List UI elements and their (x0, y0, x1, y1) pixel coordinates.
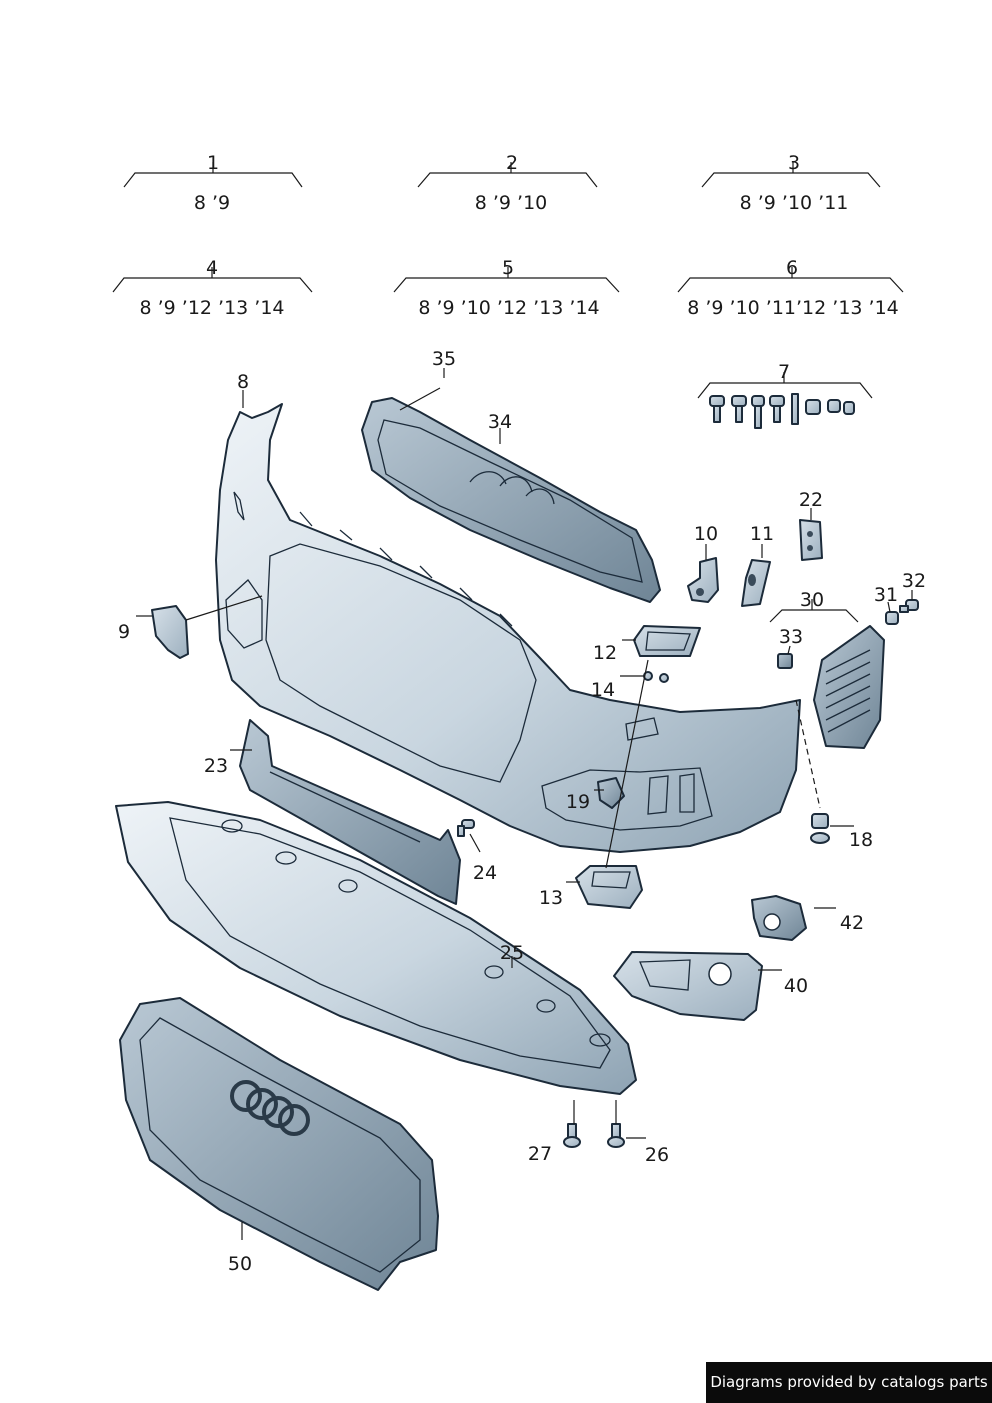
kit-2: 2 8 ’9 ’10 (417, 152, 598, 214)
callout-34: 34 (488, 411, 512, 433)
callout-12: 12 (593, 642, 617, 664)
part-23-lower-bracket (239, 719, 461, 905)
callout-9: 9 (118, 621, 130, 643)
kit-3: 3 8 ’9 ’10 ’11 (701, 152, 881, 214)
kit-2-includes: 8 ’9 ’10 (475, 192, 548, 214)
callout-7: 7 (778, 361, 790, 383)
callout-24: 24 (473, 862, 497, 884)
part-25-underbody-tray (115, 801, 637, 1095)
callout-42: 42 (840, 912, 864, 934)
callout-8: 8 (237, 371, 249, 393)
kit-4: 4 8 ’9 ’12 ’13 ’14 (112, 257, 313, 319)
callout-23: 23 (204, 755, 228, 777)
diagram-credit-banner: Diagrams provided by catalogs parts (706, 1362, 992, 1403)
callout-11: 11 (750, 523, 774, 545)
part-11-bracket (741, 559, 771, 607)
kit-1-ref: 1 (207, 152, 219, 174)
part-26-bolt (607, 1123, 625, 1148)
part-18-rivet (810, 813, 830, 844)
callout-31: 31 (874, 584, 898, 606)
part-22-bracket (799, 519, 823, 561)
callout-32: 32 (902, 570, 926, 592)
part-7-hardware-set (697, 372, 873, 429)
callout-10: 10 (694, 523, 718, 545)
callout-35: 35 (432, 348, 456, 370)
part-34-carrier (361, 397, 661, 603)
kit-6-includes: 8 ’9 ’10 ’11’12 ’13 ’14 (687, 297, 899, 319)
part-12-cover (633, 625, 701, 657)
callout-13: 13 (539, 887, 563, 909)
kit-3-includes: 8 ’9 ’10 ’11 (740, 192, 849, 214)
callout-18: 18 (849, 829, 873, 851)
kit-3-ref: 3 (788, 152, 800, 174)
part-40-fog-trim (613, 951, 763, 1021)
part-13-cover (575, 865, 643, 909)
callout-22: 22 (799, 489, 823, 511)
kit-1-includes: 8 ’9 (194, 192, 230, 214)
part-19-sensor-holder (597, 777, 625, 809)
kit-1: 1 8 ’9 (123, 152, 303, 214)
callout-33: 33 (779, 626, 803, 648)
part-9-tow-cover (151, 605, 189, 659)
callout-27: 27 (528, 1143, 552, 1165)
part-30-side-grille (769, 599, 885, 749)
part-31-clip (885, 611, 899, 625)
kit-5-includes: 8 ’9 ’10 ’12 ’13 ’14 (418, 297, 599, 319)
part-32-screw (899, 599, 919, 613)
callout-25: 25 (500, 942, 524, 964)
part-24-screw (457, 819, 475, 837)
part-33-clip (777, 653, 793, 669)
part-8-bumper-cover (215, 403, 801, 853)
callout-14: 14 (591, 679, 615, 701)
callout-19: 19 (566, 791, 590, 813)
callout-50: 50 (228, 1253, 252, 1275)
kit-4-includes: 8 ’9 ’12 ’13 ’14 (139, 297, 284, 319)
callout-26: 26 (645, 1144, 669, 1166)
part-42-fog-bracket (751, 895, 807, 941)
kit-6: 6 8 ’9 ’10 ’11’12 ’13 ’14 (677, 257, 904, 319)
part-27-bolt (563, 1123, 581, 1148)
kit-6-ref: 6 (786, 257, 798, 279)
part-10-bracket (687, 557, 719, 603)
kit-5-ref: 5 (502, 257, 514, 279)
part-14-clips (643, 671, 669, 683)
leader-lines (136, 368, 913, 1240)
kit-5: 5 8 ’9 ’10 ’12 ’13 ’14 (393, 257, 620, 319)
kit-2-ref: 2 (506, 152, 518, 174)
callout-30: 30 (800, 589, 824, 611)
callout-40: 40 (784, 975, 808, 997)
part-50-grille (119, 997, 439, 1291)
callouts: 35 8 34 7 22 10 11 32 31 30 33 9 12 14 2… (118, 348, 926, 1275)
kit-4-ref: 4 (206, 257, 218, 279)
